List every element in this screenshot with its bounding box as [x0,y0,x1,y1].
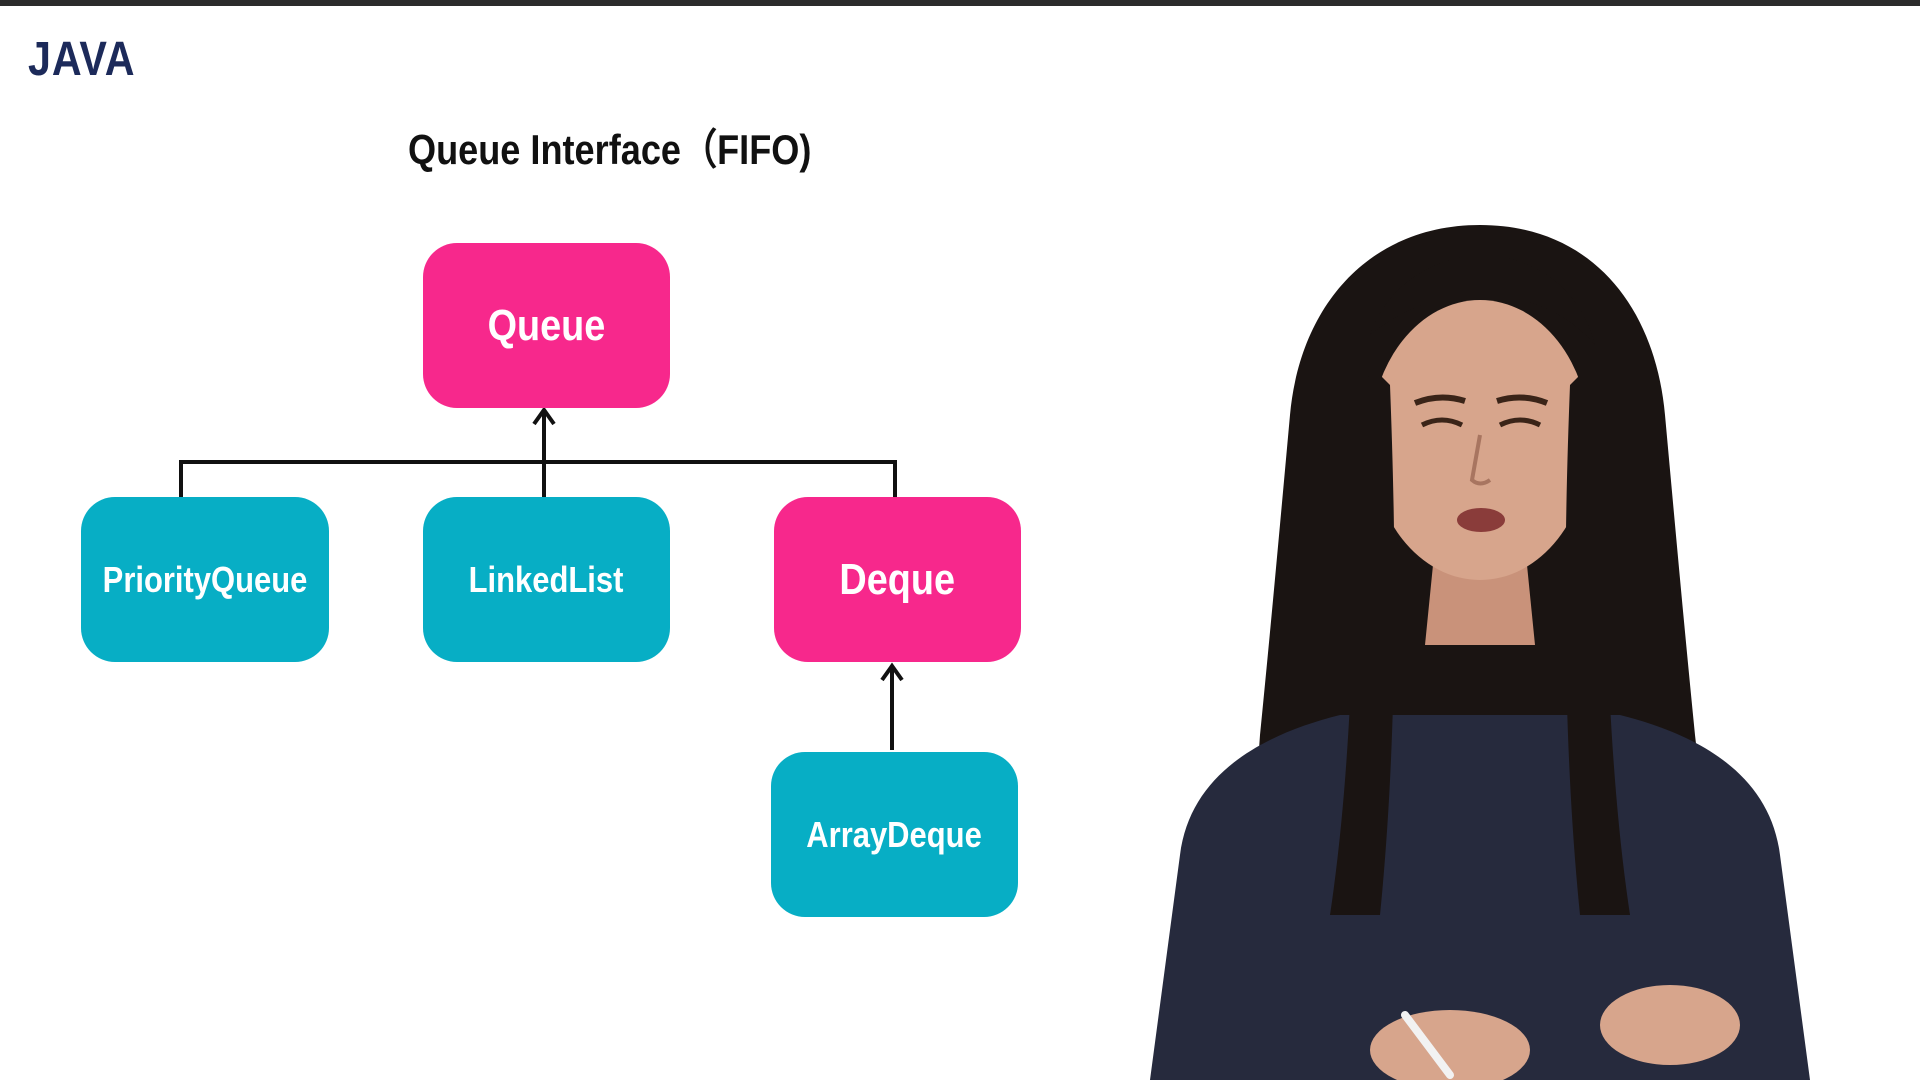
node-linkedlist: LinkedList [423,497,670,662]
node-linkedlist-label: LinkedList [469,558,624,600]
top-border [0,0,1920,6]
arrowhead-deque [880,662,904,682]
node-deque: Deque [774,497,1021,662]
node-queue-label: Queue [487,300,606,350]
node-priorityqueue: PriorityQueue [81,497,329,662]
node-arraydeque-label: ArrayDeque [806,813,983,855]
node-arraydeque: ArrayDeque [771,752,1018,917]
presenter-image [1150,225,1810,1080]
node-priorityqueue-label: PriorityQueue [102,558,308,600]
slide-title: Queue Interface（FIFO) [408,126,812,173]
brand-label: JAVA [28,33,136,86]
arrowhead-queue [532,406,556,426]
node-queue: Queue [423,243,670,408]
node-deque-label: Deque [839,554,956,604]
